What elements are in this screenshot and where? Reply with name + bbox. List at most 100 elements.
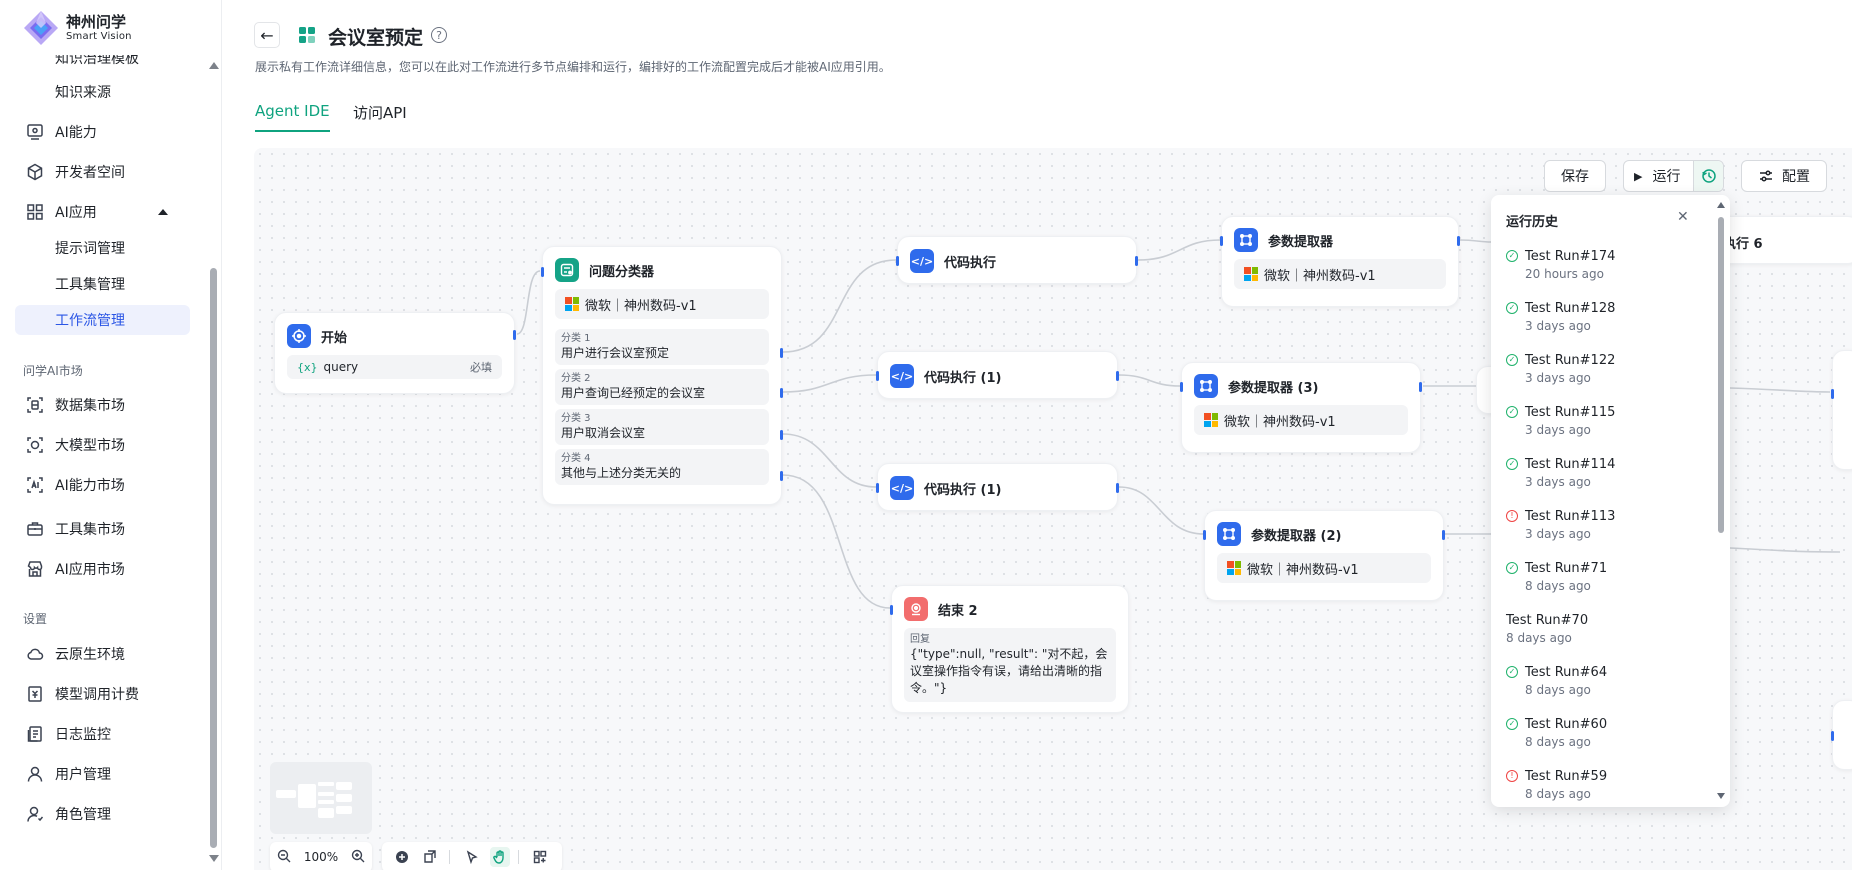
model-selector[interactable]: 微软｜神州数码-v1 bbox=[1217, 553, 1431, 583]
model-selector[interactable]: 微软｜神州数码-v1 bbox=[555, 289, 769, 319]
back-button[interactable]: ← bbox=[254, 22, 280, 48]
node-param-extractor-2[interactable]: 参数提取器 (2) 微软｜神州数码-v1 bbox=[1203, 510, 1445, 601]
minimap[interactable] bbox=[270, 762, 372, 834]
add-note-icon[interactable] bbox=[420, 847, 440, 867]
input-port[interactable] bbox=[876, 483, 879, 493]
history-item[interactable]: ✓Test Run#60 8 days ago bbox=[1506, 715, 1706, 755]
sidebar-item-cloud-env[interactable]: 云原生环境 bbox=[15, 637, 190, 671]
history-item[interactable]: !Test Run#59 8 days ago bbox=[1506, 767, 1706, 807]
sidebar-item-app-market[interactable]: AI应用市场 bbox=[15, 552, 190, 586]
output-port[interactable] bbox=[513, 330, 516, 340]
sidebar-item-prompt-mgmt[interactable]: 提示词管理 bbox=[15, 233, 190, 263]
sidebar-item-model-market[interactable]: 大模型市场 bbox=[15, 428, 190, 462]
node-code-exec-1[interactable]: </> 代码执行 (1) bbox=[876, 351, 1119, 399]
input-port[interactable] bbox=[1831, 389, 1834, 399]
sidebar-item-label: AI应用市场 bbox=[55, 562, 125, 578]
history-item[interactable]: ✓Test Run#174 20 hours ago bbox=[1506, 247, 1706, 287]
model-selector[interactable]: 微软｜神州数码-v1 bbox=[1234, 259, 1446, 289]
dataset-icon bbox=[25, 395, 45, 415]
output-port[interactable] bbox=[1135, 256, 1138, 266]
zoom-out-icon[interactable] bbox=[277, 849, 291, 866]
history-item[interactable]: ✓Test Run#128 3 days ago bbox=[1506, 299, 1706, 339]
input-port[interactable] bbox=[876, 371, 879, 381]
help-icon[interactable]: ? bbox=[431, 27, 447, 43]
output-port[interactable] bbox=[1419, 382, 1422, 392]
history-scrollbar-thumb[interactable] bbox=[1718, 217, 1724, 533]
output-port[interactable] bbox=[1442, 530, 1445, 540]
sidebar-item-user-mgmt[interactable]: 用户管理 bbox=[15, 757, 190, 791]
run-time: 8 days ago bbox=[1506, 631, 1572, 645]
history-item[interactable]: ✓Test Run#64 8 days ago bbox=[1506, 663, 1706, 703]
output-port[interactable] bbox=[1116, 483, 1119, 493]
category-item[interactable]: 分类 2 用户查询已经预定的会议室 bbox=[555, 369, 769, 405]
node-param-extractor[interactable]: 参数提取器 微软｜神州数码-v1 bbox=[1220, 216, 1460, 307]
sidebar-item-workflow-mgmt[interactable]: 工作流管理 bbox=[15, 305, 190, 335]
sidebar-item-knowledge-source[interactable]: 知识来源 bbox=[15, 77, 190, 107]
scroll-down-icon[interactable] bbox=[209, 855, 219, 862]
node-question-classifier[interactable]: 问题分类器 微软｜神州数码-v1 分类 1 用户进行会议室预定 分类 2 用户查… bbox=[541, 246, 783, 505]
history-item[interactable]: ✓Test Run#114 3 days ago bbox=[1506, 455, 1706, 495]
category-value: 用户取消会议室 bbox=[561, 426, 646, 440]
input-port[interactable] bbox=[896, 256, 899, 266]
model-selector[interactable]: 微软｜神州数码-v1 bbox=[1194, 405, 1408, 435]
scroll-up-icon[interactable] bbox=[1717, 202, 1725, 208]
add-node-icon[interactable] bbox=[392, 847, 412, 867]
output-port[interactable] bbox=[780, 471, 783, 481]
node-param-extractor-3[interactable]: 参数提取器 (3) 微软｜神州数码-v1 bbox=[1180, 362, 1422, 453]
sidebar-item-role-mgmt[interactable]: 角色管理 bbox=[15, 797, 190, 831]
output-port[interactable] bbox=[1116, 371, 1119, 381]
history-item[interactable]: ✓Test Run#71 8 days ago bbox=[1506, 559, 1706, 599]
scroll-up-icon[interactable] bbox=[209, 62, 219, 69]
sidebar-scrollbar-thumb[interactable] bbox=[210, 268, 217, 848]
category-item[interactable]: 分类 4 其他与上述分类无关的 bbox=[555, 449, 769, 485]
category-item[interactable]: 分类 1 用户进行会议室预定 bbox=[555, 329, 769, 365]
sidebar-item-ai-market[interactable]: AI能力市场 bbox=[15, 468, 190, 502]
sidebar-item-billing[interactable]: 模型调用计费 bbox=[15, 677, 190, 711]
sidebar-item-knowledge-template[interactable]: 知识治理模板 bbox=[15, 55, 190, 73]
output-port[interactable] bbox=[780, 348, 783, 358]
pointer-icon[interactable] bbox=[462, 847, 482, 867]
input-port[interactable] bbox=[1831, 731, 1834, 741]
sidebar-item-ai-capability[interactable]: AI能力 bbox=[15, 115, 190, 149]
tab-agent-ide[interactable]: Agent IDE bbox=[255, 102, 330, 132]
category-item[interactable]: 分类 3 用户取消会议室 bbox=[555, 409, 769, 445]
node-end-2[interactable]: 结束 2 回复 {"type":null, "result": "对不起，会议室… bbox=[890, 585, 1129, 713]
history-item[interactable]: Test Run#70 8 days ago bbox=[1506, 611, 1706, 651]
output-port[interactable] bbox=[780, 430, 783, 440]
brand-logo[interactable]: 神州问学 Smart Vision bbox=[22, 8, 132, 48]
input-port[interactable] bbox=[890, 605, 893, 615]
input-port[interactable] bbox=[541, 267, 544, 277]
scroll-down-icon[interactable] bbox=[1717, 793, 1725, 799]
run-time: 3 days ago bbox=[1525, 423, 1591, 437]
input-port[interactable] bbox=[1220, 236, 1223, 246]
sidebar-item-toolset-mgmt[interactable]: 工具集管理 bbox=[15, 269, 190, 299]
history-item[interactable]: !Test Run#113 3 days ago bbox=[1506, 507, 1706, 547]
node-partial-right-1[interactable] bbox=[1831, 350, 1852, 470]
input-port[interactable] bbox=[1180, 382, 1183, 392]
run-history-button[interactable] bbox=[1693, 161, 1723, 191]
output-port[interactable] bbox=[780, 388, 783, 398]
reply-value: {"type":null, "result": "对不起，会议室操作指令有误，请… bbox=[910, 647, 1108, 695]
run-button-group[interactable]: ▶ 运行 bbox=[1623, 160, 1724, 192]
save-button[interactable]: 保存 bbox=[1544, 160, 1606, 192]
output-port[interactable] bbox=[1457, 236, 1460, 246]
auto-layout-icon[interactable] bbox=[530, 847, 550, 867]
sidebar-item-toolset-market[interactable]: 工具集市场 bbox=[15, 512, 190, 546]
zoom-in-icon[interactable] bbox=[351, 849, 365, 866]
history-item[interactable]: ✓Test Run#115 3 days ago bbox=[1506, 403, 1706, 443]
brand-logo-icon bbox=[24, 11, 58, 45]
close-icon[interactable]: ✕ bbox=[1677, 209, 1689, 225]
hand-tool-icon[interactable] bbox=[490, 847, 510, 867]
node-code-exec[interactable]: </> 代码执行 bbox=[896, 236, 1138, 284]
node-code-exec-1b[interactable]: </> 代码执行 (1) bbox=[876, 463, 1119, 511]
tab-api-access[interactable]: 访问API bbox=[353, 104, 407, 122]
sidebar-item-log-monitor[interactable]: 日志监控 bbox=[15, 717, 190, 751]
sidebar-item-dataset-market[interactable]: 数据集市场 bbox=[15, 388, 190, 422]
config-button[interactable]: 配置 bbox=[1741, 160, 1827, 192]
input-port[interactable] bbox=[1203, 530, 1206, 540]
node-start[interactable]: 开始 {x} query 必填 bbox=[274, 312, 516, 394]
history-item[interactable]: ✓Test Run#122 3 days ago bbox=[1506, 351, 1706, 391]
sidebar-item-dev-space[interactable]: 开发者空间 bbox=[15, 155, 190, 189]
sidebar-item-ai-app[interactable]: AI应用 bbox=[15, 195, 190, 229]
node-partial-right-2[interactable] bbox=[1831, 700, 1852, 770]
